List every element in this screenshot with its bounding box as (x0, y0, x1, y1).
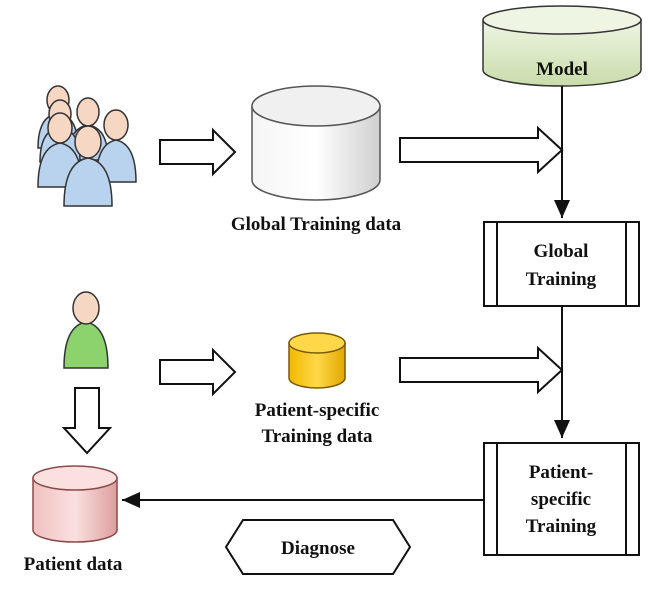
arrow-group-to-global-data (159, 127, 237, 177)
patient-specific-training-label-line3: Training (526, 516, 597, 537)
model-cylinder (482, 5, 642, 87)
patient-specific-training-box (483, 442, 640, 556)
arrow-person-to-patient-record (61, 387, 113, 455)
patient-specific-data-cylinder (288, 332, 346, 389)
patient-data-cylinder (32, 465, 118, 543)
arrow-person-to-patient-data (159, 347, 237, 397)
arrow-patient-data-to-training (399, 345, 564, 395)
patient-specific-training-label-line1: Patient- (529, 462, 593, 483)
global-training-label-line1: Global (534, 241, 589, 262)
global-training-data-label: Global Training data (231, 214, 402, 235)
person-icon (63, 291, 109, 369)
patient-data-label: Patient data (24, 554, 123, 575)
model-label: Model (536, 59, 588, 80)
people-group-icon (37, 85, 137, 207)
global-training-data-cylinder (251, 85, 381, 201)
arrow-global-data-to-training (399, 125, 564, 175)
patient-specific-data-label-line2: Training data (261, 426, 373, 447)
patient-specific-training-label-line2: specific (531, 489, 591, 510)
diagnose-shape (224, 519, 412, 575)
diagnose-label: Diagnose (281, 538, 355, 559)
patient-specific-data-label-line1: Patient-specific (255, 400, 380, 421)
global-training-box (483, 221, 640, 307)
global-training-label-line2: Training (526, 269, 597, 290)
